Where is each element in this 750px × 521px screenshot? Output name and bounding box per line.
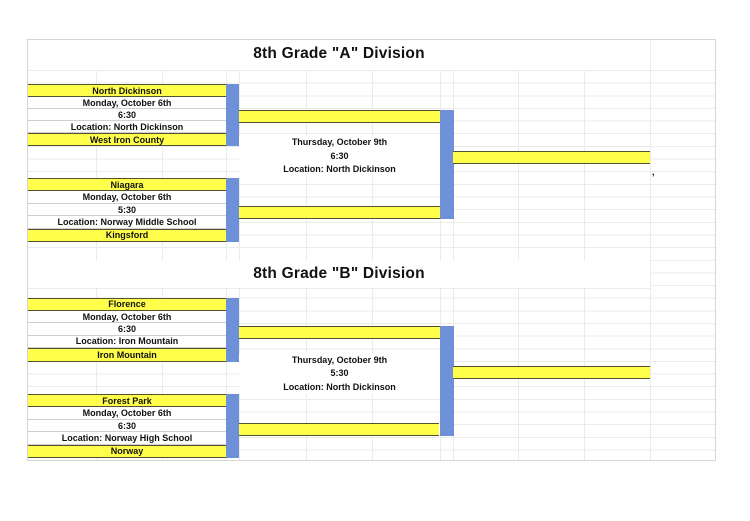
final-date: Thursday, October 9th [291,354,388,365]
date-cell: Monday, October 6th [28,191,226,204]
champion-slot-bar [453,366,650,379]
stray-comma-text: , [652,167,655,177]
connector-bar [225,84,239,146]
time-cell: 5:30 [28,203,226,217]
location-cell: Location: North Dickinson [28,121,226,133]
team-cell: Niagara [28,178,226,192]
final-game-info-a: Thursday, October 9th 6:30 Location: Nor… [238,136,441,177]
champion-slot-bar [453,150,650,164]
location-cell: Location: Norway High School [28,432,226,445]
time-cell: 6:30 [28,109,226,121]
final-game-info-b: Thursday, October 9th 5:30 Location: Nor… [238,353,441,394]
connector-bar [225,178,239,242]
matchup-block-b1: Florence Monday, October 6th 6:30 Locati… [28,297,226,362]
final-location: Location: North Dickinson [283,164,396,174]
team-cell: Iron Mountain [28,348,226,362]
final-location: Location: North Dickinson [283,381,396,392]
team-cell: West Iron County [28,133,226,146]
team-cell: North Dickinson [28,84,226,97]
title-row-merge-patch [28,259,650,289]
connector-bar [225,394,239,458]
grid-column-line [650,40,651,460]
team-cell: Kingsford [28,228,226,243]
connector-bar [225,297,239,362]
location-cell: Location: Iron Mountain [28,335,226,349]
date-cell: Monday, October 6th [28,97,226,109]
date-cell: Monday, October 6th [28,310,226,324]
winner-slot-bar [238,110,441,123]
time-cell: 6:30 [28,323,226,336]
division-a-title: 8th Grade "A" Division [253,45,425,62]
team-cell: Forest Park [28,394,226,408]
connector-bar [440,110,454,219]
date-cell: Monday, October 6th [28,407,226,420]
matchup-block-a1: North Dickinson Monday, October 6th 6:30… [28,84,226,146]
connector-bar [440,326,454,436]
team-cell: Norway [28,444,226,459]
final-time: 5:30 [330,368,349,378]
winner-slot-bar [238,206,441,219]
division-b-title: 8th Grade "B" Division [253,265,425,282]
time-cell: 6:30 [28,419,226,433]
winner-slot-bar [238,422,439,436]
winner-slot-bar [238,326,441,339]
matchup-block-a2: Niagara Monday, October 6th 5:30 Locatio… [28,178,226,243]
team-cell: Florence [28,297,226,311]
location-cell: Location: Norway Middle School [28,216,226,229]
final-date: Thursday, October 9th [291,137,388,147]
matchup-block-b2: Forest Park Monday, October 6th 6:30 Loc… [28,394,226,459]
final-time: 6:30 [330,150,349,161]
